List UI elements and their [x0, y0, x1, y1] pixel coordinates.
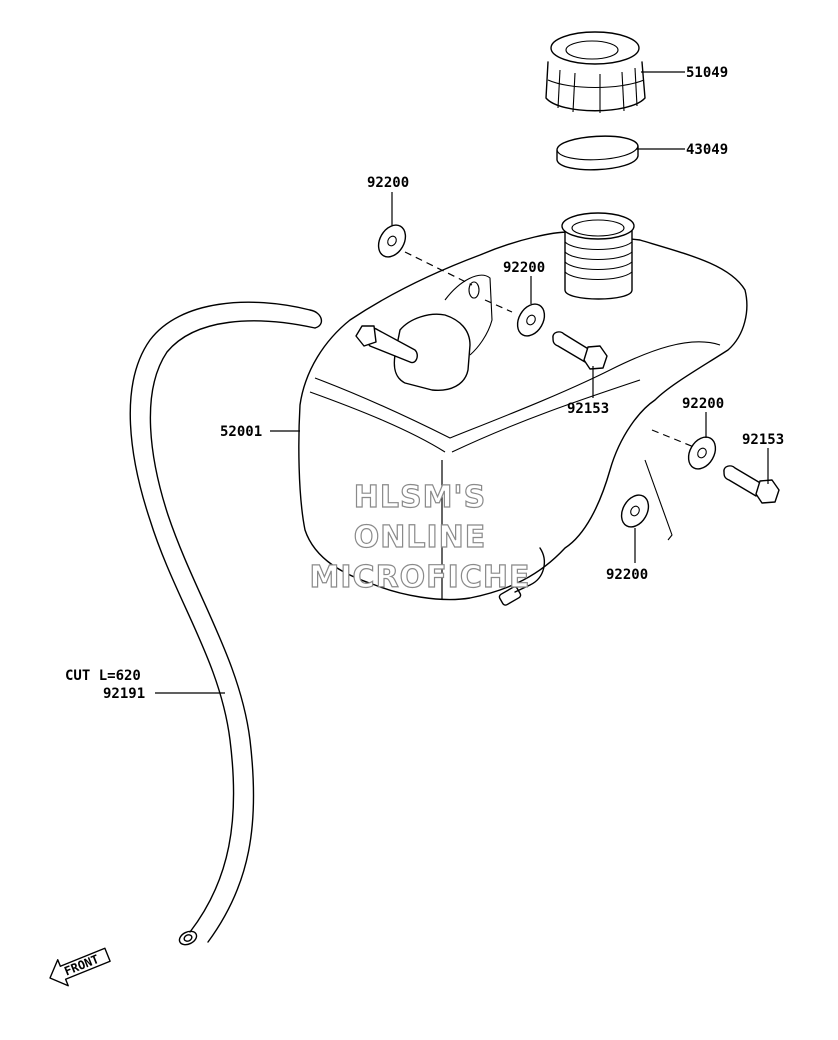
- watermark-line2: ONLINE: [354, 520, 487, 555]
- front-arrow-icon: [49, 947, 111, 987]
- watermark-line1: HLSM'S: [354, 480, 486, 515]
- watermark-line3: MICROFICHE: [310, 560, 531, 595]
- front-label: FRONT: [62, 952, 101, 979]
- label-fuel-tank: 52001: [220, 424, 262, 440]
- label-bolt-mid: 92153: [567, 401, 609, 417]
- front-arrow: FRONT: [49, 947, 111, 987]
- washer-top: [377, 224, 407, 258]
- label-hose-cut: CUT L=620: [65, 668, 141, 684]
- bolt-mid: [552, 331, 608, 370]
- label-washer-right: 92200: [682, 396, 724, 412]
- tank-mount-boss: [355, 274, 493, 392]
- label-washer-mid: 92200: [503, 260, 545, 276]
- bolt-right: [723, 465, 780, 504]
- washer-bottom: [620, 494, 650, 528]
- axis-right-washer: [651, 429, 695, 448]
- label-cap: 51049: [686, 65, 728, 81]
- fuel-cap: [545, 31, 646, 113]
- label-bolt-right: 92153: [742, 432, 784, 448]
- filler-neck: [561, 212, 635, 300]
- cap-gasket: [556, 135, 639, 171]
- washer-mid: [516, 303, 546, 337]
- axis-top-washer: [404, 251, 473, 286]
- washer-right: [687, 436, 717, 470]
- label-cap-gasket: 43049: [686, 142, 728, 158]
- fuel-hose: [129, 301, 323, 946]
- label-washer-top: 92200: [367, 175, 409, 191]
- label-washer-bottom: 92200: [606, 567, 648, 583]
- watermark: HLSM'S ONLINE MICROFICHE: [309, 479, 531, 595]
- label-hose: 92191: [103, 686, 145, 702]
- axis-mid-washer: [484, 299, 513, 313]
